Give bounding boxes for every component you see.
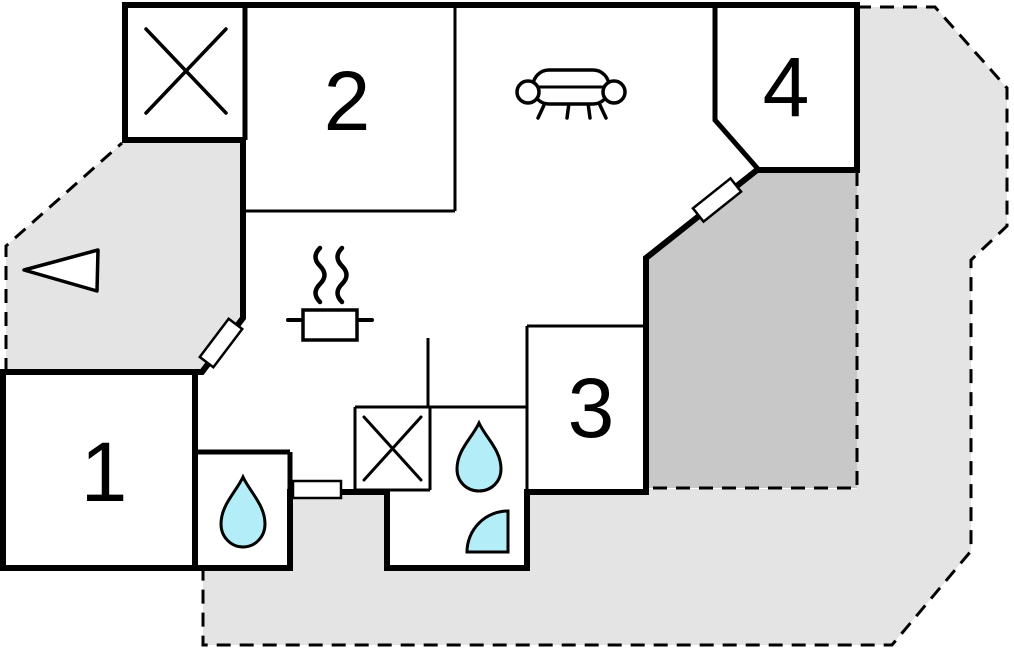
terrace-area <box>649 170 857 488</box>
sofa-icon <box>515 68 627 120</box>
stove-icon <box>286 245 374 342</box>
building-outline <box>0 2 860 571</box>
entrance-arrow-icon <box>22 248 100 293</box>
room-1-walls <box>0 369 198 571</box>
door-icon <box>198 316 244 370</box>
shower-icon <box>465 509 510 554</box>
door-icon <box>291 479 343 500</box>
plot-boundary-dashed <box>4 5 1009 647</box>
interior-walls <box>195 5 760 494</box>
steam-icon <box>313 245 349 305</box>
room-1-label: 1 <box>81 425 128 519</box>
x-symbol-icon <box>362 415 423 482</box>
water-drop-icon <box>219 473 267 549</box>
outdoor-area <box>203 7 1007 645</box>
room-2-label: 2 <box>324 54 371 148</box>
door-icon <box>691 176 743 224</box>
room-3-label: 3 <box>568 361 615 455</box>
water-drop-icon <box>455 419 503 493</box>
room-4-label: 4 <box>763 40 810 134</box>
x-symbol-icon <box>144 27 228 115</box>
doors <box>198 176 743 500</box>
entrance-area <box>6 143 243 372</box>
